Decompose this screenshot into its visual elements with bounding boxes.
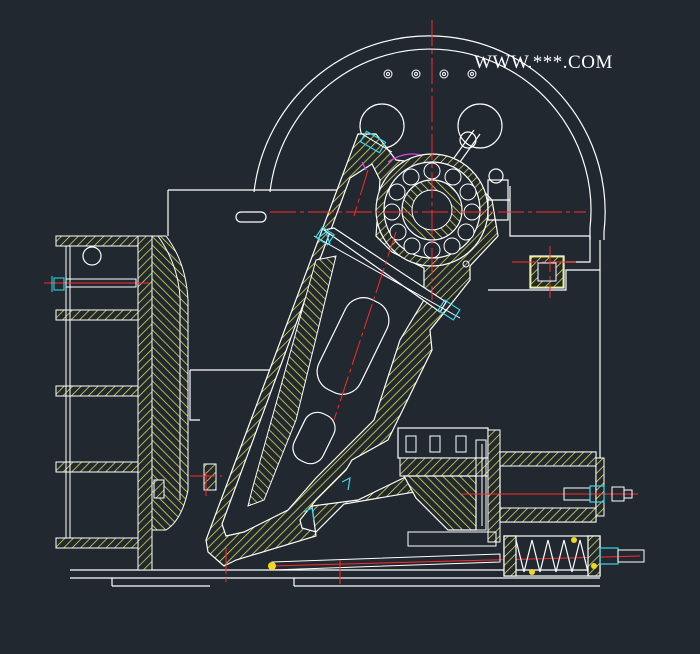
top-bolt xyxy=(359,130,393,154)
lower-cover xyxy=(407,531,497,547)
magenta-tick xyxy=(361,161,367,171)
bearing-housing-right xyxy=(487,179,510,221)
left-pad xyxy=(203,463,217,491)
left-small-pad xyxy=(153,479,165,499)
watermark-text: WWW.***.COM xyxy=(474,52,613,73)
bottom-tension-rod xyxy=(268,553,641,571)
fixed-jaw-ribs xyxy=(55,235,139,549)
crusher-frame xyxy=(70,186,601,587)
tie-rod xyxy=(313,226,461,321)
adjust-arm xyxy=(453,129,475,159)
rear-adjust-rod xyxy=(462,485,638,503)
fixed-jaw-plate xyxy=(137,235,153,571)
centerlines xyxy=(190,20,586,584)
left-tension-rod xyxy=(44,276,150,292)
toggle-seat xyxy=(397,427,501,543)
flywheel xyxy=(253,35,606,240)
adjust-arm-2 xyxy=(459,133,481,163)
spring-bolt xyxy=(529,537,645,575)
bearing-rollers xyxy=(383,162,481,259)
rear-housing xyxy=(499,451,605,523)
small-bolt xyxy=(462,260,470,268)
frame-hole-inner xyxy=(537,262,557,282)
cyan-marks xyxy=(303,231,351,521)
fixed-jaw-liner xyxy=(151,235,189,531)
flywheel-bolts xyxy=(383,69,477,79)
left-bolt-hole xyxy=(82,246,102,266)
